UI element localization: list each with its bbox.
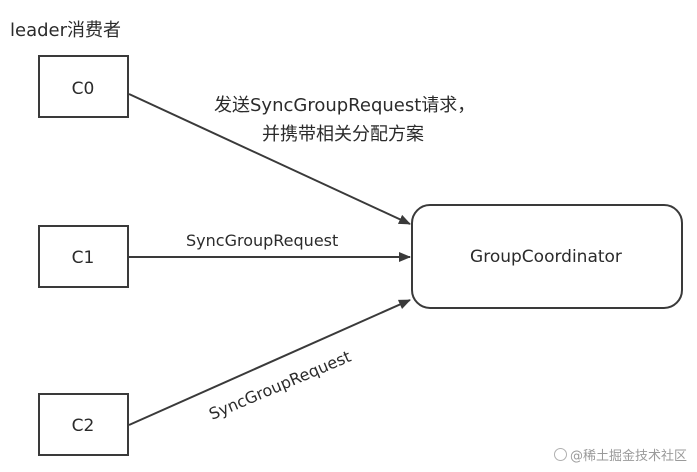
node-c0: C0 — [38, 55, 129, 118]
edge-c0-label-line2: 并携带相关分配方案 — [262, 124, 424, 145]
watermark: @稀土掘金技术社区 — [553, 445, 687, 464]
node-c0-label: C0 — [72, 79, 95, 99]
arrow-c2-to-coordinator — [128, 299, 411, 426]
node-c2: C2 — [38, 393, 129, 456]
leader-consumer-label: leader消费者 — [10, 20, 121, 41]
watermark-logo-icon — [553, 448, 567, 461]
edge-c1-label: SyncGroupRequest — [186, 231, 338, 250]
edge-c0-label-line1: 发送SyncGroupRequest请求， — [214, 95, 475, 116]
node-c1-label: C1 — [72, 248, 95, 268]
node-c1: C1 — [38, 225, 129, 288]
watermark-text: @稀土掘金技术社区 — [569, 449, 687, 464]
arrow-c0-to-coordinator — [128, 93, 411, 225]
node-group-coordinator-label: GroupCoordinator — [470, 247, 622, 267]
node-c2-label: C2 — [72, 416, 95, 436]
node-group-coordinator: GroupCoordinator — [411, 204, 683, 309]
